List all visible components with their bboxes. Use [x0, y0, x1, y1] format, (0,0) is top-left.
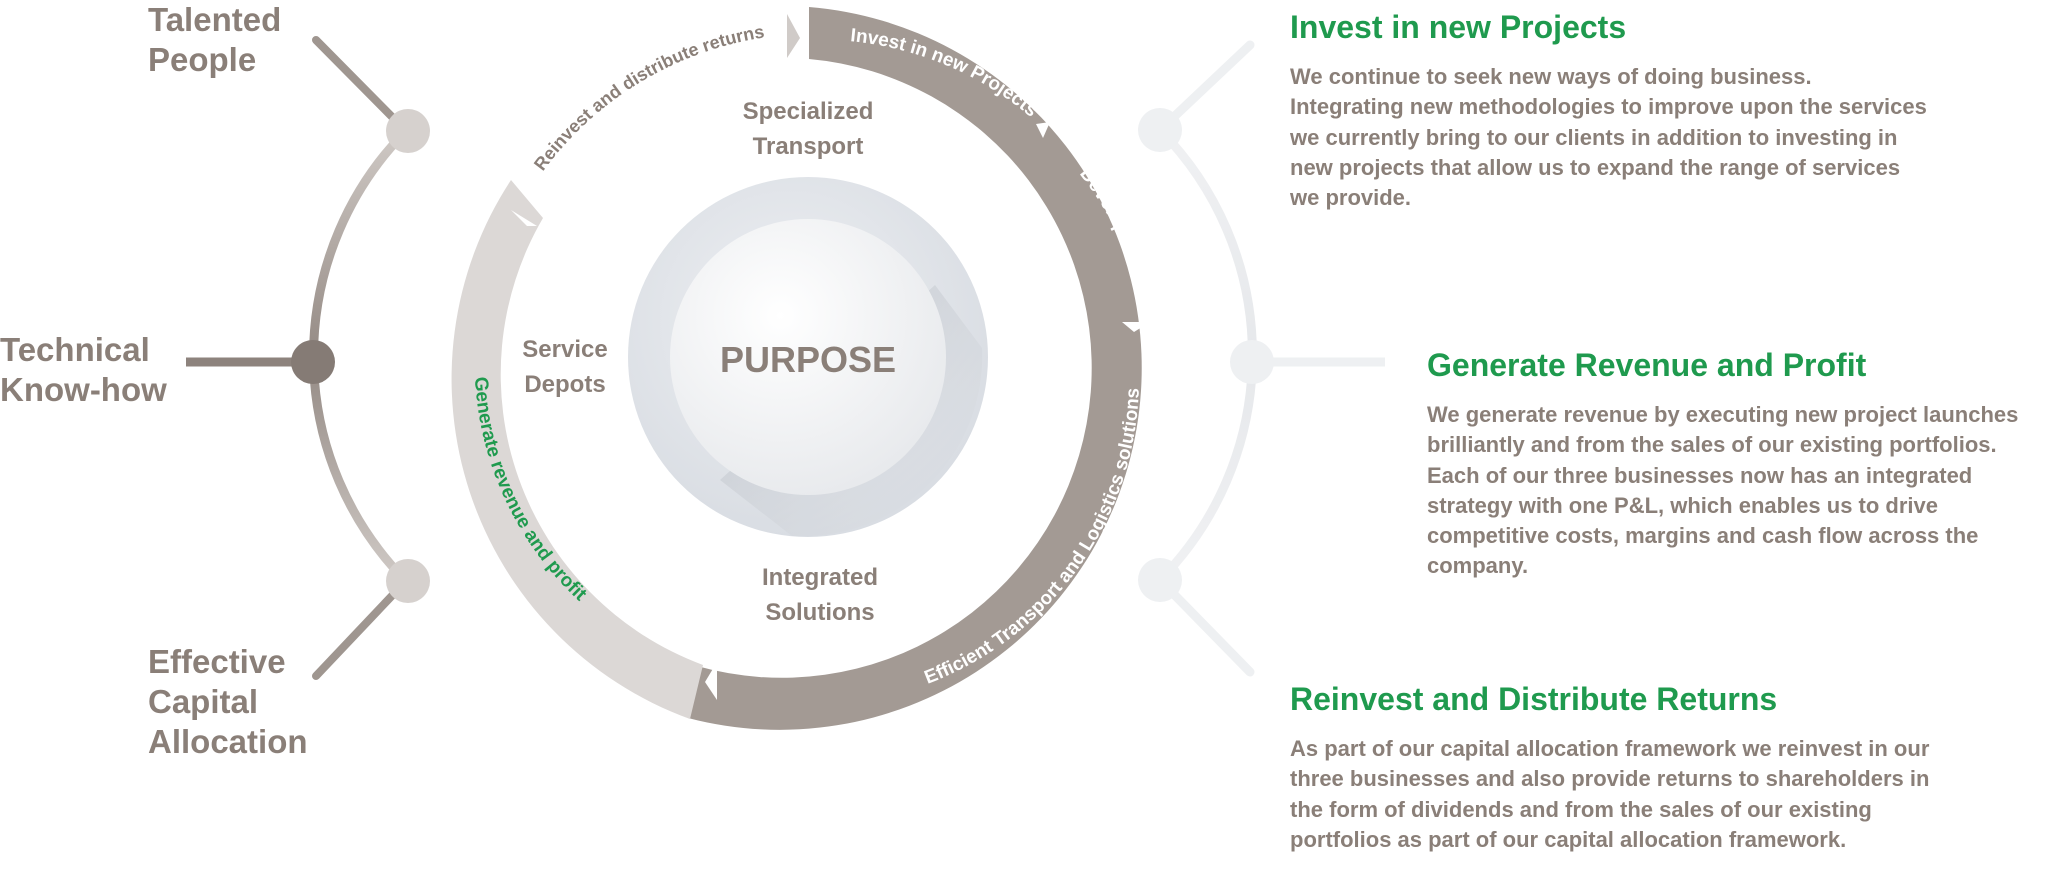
cycle-diagram: Invest in new Projects Development Effic… — [186, 7, 1385, 730]
section-body: We generate revenue by executing new pro… — [1427, 402, 2019, 579]
business-specialized-transport: Specialized Transport — [742, 98, 874, 160]
section-invest: Invest in new Projects We continue to se… — [1290, 8, 1930, 213]
pillar-technical-knowhow: Technical Know-how — [0, 331, 167, 408]
pillar-capital-allocation: Effective Capital Allocation — [148, 643, 308, 760]
purpose-hub — [628, 177, 988, 537]
section-generate: Generate Revenue and Profit We generate … — [1427, 346, 2053, 582]
ring-arrow-development — [1036, 122, 1050, 138]
section-title: Reinvest and Distribute Returns — [1290, 681, 1778, 717]
right-connector-arc — [1138, 40, 1385, 677]
ring-arrow-top — [787, 14, 800, 58]
section-title: Generate Revenue and Profit — [1427, 347, 1867, 383]
section-body: We continue to seek new ways of doing bu… — [1290, 64, 1927, 211]
ring-arrow-efficient — [1122, 322, 1150, 332]
ring-segment-light — [451, 180, 703, 719]
pillar-talented-people: Talented People — [148, 1, 282, 78]
purpose-label: PURPOSE — [720, 339, 896, 380]
business-integrated-solutions: Integrated Solutions — [761, 564, 878, 626]
left-pillar-arc — [186, 36, 430, 680]
business-service-depots: Service Depots — [522, 336, 608, 398]
section-title: Invest in new Projects — [1290, 9, 1627, 45]
ring-arrow-left — [705, 662, 717, 700]
cycle-ring — [451, 7, 1150, 730]
section-body: As part of our capital allocation framew… — [1290, 736, 1930, 852]
section-reinvest: Reinvest and Distribute Returns As part … — [1290, 680, 1930, 855]
ring-arrow-light — [511, 210, 537, 226]
